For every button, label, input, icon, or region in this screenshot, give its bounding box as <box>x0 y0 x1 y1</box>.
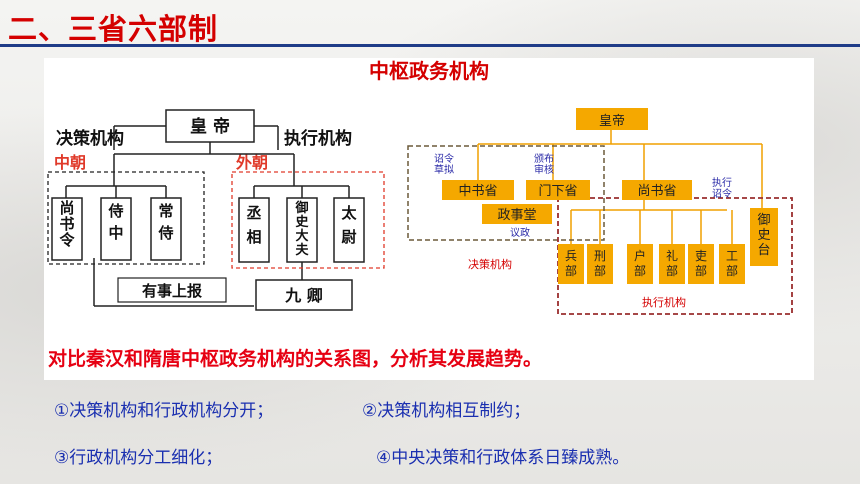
title-underline <box>0 44 860 47</box>
suitang-decision-group <box>407 145 605 241</box>
menxia-sheng: 门下省 <box>538 184 577 199</box>
official-box-yushidafu <box>286 197 318 263</box>
answer-4: ④中央决策和行政体系日臻成熟。 <box>376 448 630 468</box>
ministry-label: 兵部 <box>565 249 577 278</box>
nine-ministers: 九 卿 <box>284 286 323 305</box>
answer-1: ①决策机构和行政机构分开； <box>54 401 274 421</box>
outer-court-group <box>231 171 385 269</box>
official-taiwei: 太尉 <box>341 204 357 246</box>
official-box-shangshuling <box>51 197 83 261</box>
official-box-changshi <box>150 197 182 261</box>
ministry-box <box>558 244 584 284</box>
shangshu-sheng: 尚书省 <box>637 184 676 199</box>
answer-2: ②决策机构相互制约； <box>362 401 531 421</box>
zhongshu-box <box>442 180 514 200</box>
yushitai-box <box>750 208 778 266</box>
official-shangshuling: 尚书令 <box>59 199 75 249</box>
ministry-box <box>627 244 653 284</box>
zhengshitang: 政事堂 <box>497 208 536 223</box>
ministry-label: 吏部 <box>695 248 707 278</box>
suitang-decision-label: 决策机构 <box>468 257 512 271</box>
question-text: 对比秦汉和隋唐中枢政务机构的关系图，分析其发展趋势。 <box>48 348 543 370</box>
diagram-heading: 中枢政务机构 <box>369 59 489 83</box>
inner-court-label: 中朝 <box>54 153 86 172</box>
suitang-emperor-box <box>576 108 648 130</box>
note-shangshu: 执行诏令 <box>712 176 732 200</box>
qinhan-connectors <box>65 125 350 307</box>
suitang-execution-label: 执行机构 <box>642 295 686 309</box>
diagram-panel: 中枢政务机构 皇 帝 决策机构 执行机构 中朝 外朝 <box>44 58 814 380</box>
ministry-box <box>688 244 714 284</box>
official-shizhong: 侍中 <box>107 202 123 242</box>
qinhan-emperor: 皇 帝 <box>190 116 230 137</box>
inner-court-group <box>47 171 205 265</box>
qinhan-decision-label: 决策机构 <box>56 128 124 149</box>
menxia-box <box>526 180 590 200</box>
qinhan-execution-label: 执行机构 <box>284 128 352 149</box>
outer-court-label: 外朝 <box>235 153 268 172</box>
report-note-box <box>117 277 227 303</box>
official-chengxiang: 丞相 <box>246 204 261 246</box>
official-box-chengxiang <box>238 197 270 263</box>
zhengshitang-box <box>482 204 552 224</box>
slide-title: 二、三省六部制 <box>8 12 219 46</box>
org-chart-diagram: 中枢政务机构 皇 帝 决策机构 执行机构 中朝 外朝 <box>47 59 793 315</box>
ministry-label: 户部 <box>634 248 646 278</box>
note-zhongshu: 诏令草拟 <box>434 152 454 176</box>
shangshu-box <box>622 180 692 200</box>
ministry-label: 工部 <box>726 249 738 278</box>
note-yizheng: 议政 <box>510 226 530 239</box>
official-yushidafu: 御史大夫 <box>294 200 309 258</box>
official-box-taiwei <box>333 197 365 263</box>
answer-3: ③行政机构分工细化； <box>54 448 223 468</box>
yushitai: 御史台 <box>757 213 770 258</box>
ministry-box <box>659 244 685 284</box>
official-box-shizhong <box>100 197 132 261</box>
report-note: 有事上报 <box>142 282 202 300</box>
official-changshi: 常侍 <box>157 202 173 242</box>
ministry-box <box>587 244 613 284</box>
suitang-emperor: 皇帝 <box>599 113 625 129</box>
ministry-label: 礼部 <box>666 248 678 278</box>
note-menxia: 颁布审核 <box>534 153 554 176</box>
ministry-label: 刑部 <box>594 249 606 278</box>
nine-ministers-box <box>255 279 353 311</box>
qinhan-emperor-box <box>165 109 255 143</box>
zhongshu-sheng: 中书省 <box>458 184 497 199</box>
ministry-box <box>719 244 745 284</box>
suitang-connectors <box>477 130 763 244</box>
